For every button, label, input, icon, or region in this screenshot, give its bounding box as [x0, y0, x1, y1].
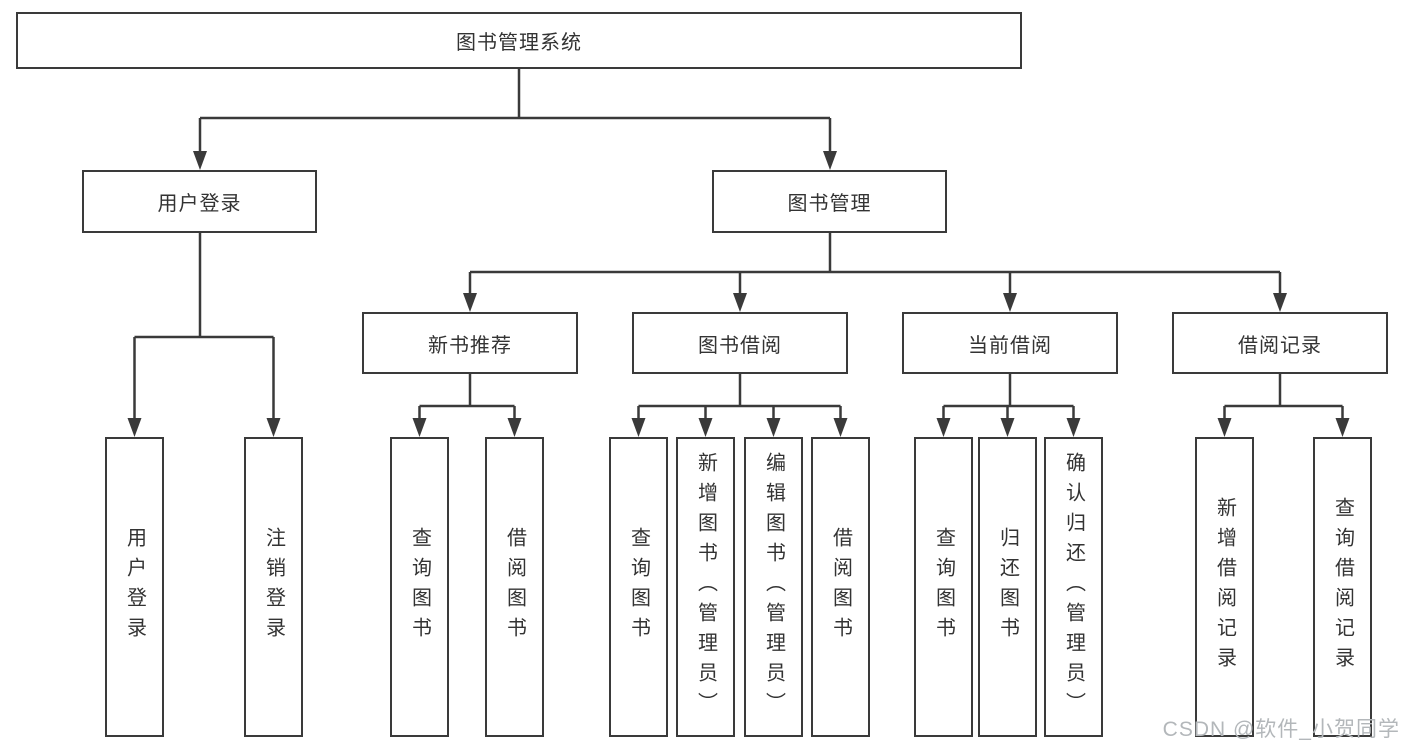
leaf-label: 新增图书（管理员） [694, 452, 717, 722]
leaf-label: 注销登录 [262, 527, 285, 647]
node-current-borrow: 当前借阅 [902, 312, 1118, 374]
csdn-watermark: CSDN @软件_小贺同学 [1162, 718, 1400, 741]
leaf-borrow-query-books: 查询图书 [609, 437, 668, 737]
leaf-newbook-borrow-books: 借阅图书 [485, 437, 544, 737]
leaf-label: 确认归还（管理员） [1062, 452, 1085, 722]
leaf-user-login: 用户登录 [105, 437, 164, 737]
leaf-label: 新增借阅记录 [1213, 497, 1236, 677]
leaf-current-query-books: 查询图书 [914, 437, 973, 737]
node-borrow-records: 借阅记录 [1172, 312, 1388, 374]
leaf-label: 编辑图书（管理员） [762, 452, 785, 722]
leaf-current-confirm-return: 确认归还（管理员） [1044, 437, 1103, 737]
leaf-label: 查询图书 [932, 527, 955, 647]
leaf-record-query-record: 查询借阅记录 [1313, 437, 1372, 737]
leaf-label: 借阅图书 [829, 527, 852, 647]
node-new-book-recommend: 新书推荐 [362, 312, 578, 374]
leaf-label: 查询图书 [627, 527, 650, 647]
leaf-record-add-record: 新增借阅记录 [1195, 437, 1254, 737]
leaf-label: 用户登录 [123, 527, 146, 647]
leaf-label: 查询图书 [408, 527, 431, 647]
leaf-label: 归还图书 [996, 527, 1019, 647]
leaf-borrow-edit-books: 编辑图书（管理员） [744, 437, 803, 737]
leaf-current-return-books: 归还图书 [978, 437, 1037, 737]
leaf-label: 借阅图书 [503, 527, 526, 647]
leaf-logout: 注销登录 [244, 437, 303, 737]
node-book-borrow: 图书借阅 [632, 312, 848, 374]
leaf-label: 查询借阅记录 [1331, 497, 1354, 677]
root-node-library-system: 图书管理系统 [16, 12, 1022, 69]
node-book-management: 图书管理 [712, 170, 947, 233]
leaf-newbook-query-books: 查询图书 [390, 437, 449, 737]
node-user-login: 用户登录 [82, 170, 317, 233]
leaf-borrow-add-books: 新增图书（管理员） [676, 437, 735, 737]
leaf-borrow-borrow-books: 借阅图书 [811, 437, 870, 737]
